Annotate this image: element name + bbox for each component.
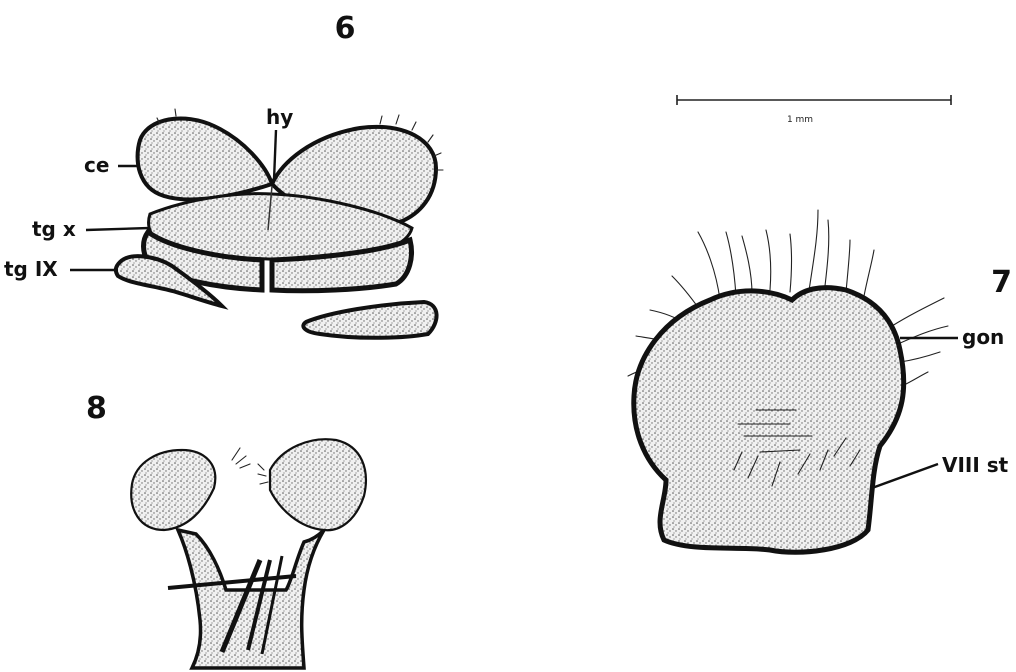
- label-tg-ix: tg IX: [4, 257, 58, 281]
- sternite-viii: [634, 288, 904, 553]
- figure-7-number: 7: [991, 265, 1012, 300]
- figure-6: 6 hy ce tg x tg IX: [4, 11, 443, 338]
- figure-6-number: 6: [335, 11, 356, 46]
- process-right: [303, 302, 436, 338]
- stalk: [178, 530, 324, 668]
- scale-bar: 1 mm: [677, 95, 951, 125]
- figure-8: 8: [86, 391, 366, 668]
- figure-7: 7 gon VIII st: [628, 210, 1012, 552]
- label-gon: gon: [962, 325, 1004, 349]
- figure-8-number: 8: [86, 391, 107, 426]
- label-ce: ce: [84, 153, 109, 177]
- label-hy: hy: [266, 105, 293, 129]
- label-tg-x: tg x: [32, 217, 76, 241]
- lobe-left: [131, 450, 215, 530]
- lobe-right: [270, 439, 366, 530]
- scale-bar-label: 1 mm: [787, 115, 813, 125]
- cercus-left: [138, 118, 272, 199]
- label-viii-st: VIII st: [942, 453, 1009, 477]
